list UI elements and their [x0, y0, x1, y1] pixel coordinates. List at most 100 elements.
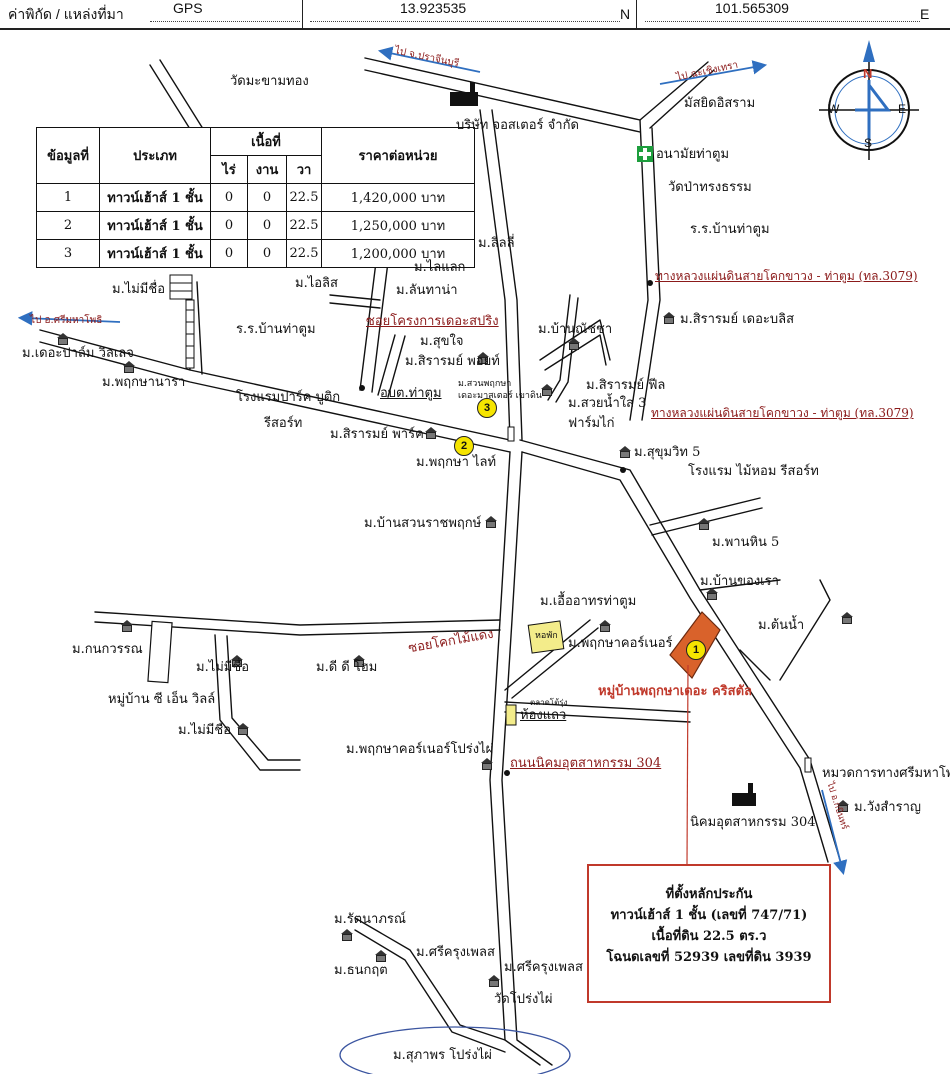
col-rai: ไร่: [210, 155, 248, 184]
latitude-value: 13.923535: [400, 0, 467, 16]
label-hotel-park: โรงแรมปาร์ค บูติก: [236, 390, 341, 405]
label-kanon: ม.กนกวรรณ: [72, 642, 143, 657]
label-company: บริษัท จอสเตอร์ จำกัด: [456, 118, 579, 133]
house-icon: [122, 361, 136, 373]
house-icon: [340, 929, 354, 941]
east-letter: E: [898, 102, 907, 116]
label-sri-krung-1: ม.ศรีครุงเพลส: [416, 945, 495, 960]
label-soi-spring: ซอยโครงการเดอะสปริง: [366, 314, 499, 329]
label-suay-nam-sai: ม.สวยน้ำใส 3: [568, 396, 647, 411]
latitude-suffix: N: [620, 6, 631, 22]
col-price: ราคาต่อหน่วย: [321, 127, 475, 184]
label-crystal: หมู่บ้านพฤกษาเดอะ คริสตัล: [598, 684, 752, 699]
label-the-master: เดอะมาสเตอร์ เขาดิน: [458, 391, 542, 401]
label-forestry: หมวดการทางศรีมหาโพธิ: [822, 766, 950, 781]
north-letter: N: [863, 66, 873, 81]
house-icon: [374, 950, 388, 962]
label-lili: ม.ลิลลี่: [478, 236, 515, 251]
label-hotel-maihom: โรงแรม ไม้หอม รีสอร์ท: [688, 464, 819, 479]
marker-1: 1: [686, 640, 706, 660]
house-icon: [705, 588, 719, 600]
label-to-left: ไป อ.ศรีมหาโพธิ: [30, 315, 103, 326]
label-highway-2: ทางหลวงแผ่นดินสายโคกขาวง - ท่าตูม (ทล.30…: [651, 406, 914, 420]
house-icon: [598, 620, 612, 632]
label-market: ตลาดโต้รุ่ง: [530, 698, 568, 707]
label-hong-thaew: ห้องแถว: [520, 708, 567, 723]
label-health: อนามัยท่าตูม: [656, 147, 730, 162]
marker-2: 2: [454, 436, 474, 456]
house-icon: [618, 446, 632, 458]
house-icon: [230, 655, 244, 667]
label-no-name-3: ม.ไม่มีชื่อ: [178, 723, 232, 738]
label-no-name-1: ม.ไม่มีชื่อ: [112, 282, 166, 297]
label-ban-natcha: ม.บ้านณัชชา: [538, 322, 613, 337]
collateral-deed: โฉนดเลขที่ 52939 เลขที่ดิน 3939: [606, 950, 812, 965]
label-corner-pongphai: ม.พฤกษาคอร์เนอร์โปร่งไผ่: [346, 742, 494, 757]
label-dd-home: ม.ดี ดี โฮม: [316, 660, 378, 675]
house-icon: [424, 427, 438, 439]
label-sirarom-point: ม.สิรารมย์ พอยท์: [405, 354, 500, 369]
label-sirarom-feel: ม.สิรารมย์ ฟีล: [586, 378, 666, 393]
col-ngan: งาน: [247, 155, 287, 184]
label-ban-suan: ม.บ้านสวนราชพฤกษ์: [364, 516, 482, 531]
house-icon: [697, 518, 711, 530]
label-ilaek: ม.ไลแลก: [414, 260, 466, 275]
coord-label: ค่าพิกัด / แหล่งที่มา: [8, 6, 124, 22]
south-letter: S: [864, 136, 873, 150]
label-farm-kai: ฟาร์มไก่: [568, 416, 615, 431]
coord-source: GPS: [173, 0, 203, 16]
house-icon: [662, 312, 676, 324]
label-thanakrit: ม.ธนกฤต: [334, 963, 388, 978]
longitude-suffix: E: [920, 6, 930, 22]
label-phruksa-light: ม.พฤกษา ไลท์: [416, 455, 497, 470]
label-ban-khong-rao: ม.บ้านของเรา: [700, 574, 779, 589]
label-rattana: ม.รัตนาภรณ์: [334, 912, 406, 927]
compass-rose: [819, 40, 919, 160]
collateral-title: ที่ตั้งหลักประกัน: [665, 887, 753, 902]
label-obt: อบต.ท่าตูม: [380, 386, 442, 401]
label-the-palm: ม.เดอะปาล์ม วิลเลจ: [22, 346, 134, 361]
house-icon: [236, 723, 250, 735]
house-icon: [352, 655, 366, 667]
house-icon: [540, 384, 554, 396]
label-wat-makham: วัดมะขามทอง: [230, 74, 309, 89]
house-icon: [487, 975, 501, 987]
marker-3: 3: [477, 398, 497, 418]
col-no: ข้อมูลที่: [36, 127, 100, 184]
label-cn-villa: หมู่บ้าน ซี เอ็น วิลล์: [108, 692, 216, 707]
label-sirarom-park: ม.สิรารมย์ พาร์ค: [330, 427, 424, 442]
label-suan-phruksa: ม.สวนพฤกษา: [458, 379, 512, 389]
collateral-area: เนื้อที่ดิน 22.5 ตร.ว: [651, 929, 767, 944]
label-ailis: ม.ไอลิส: [295, 276, 338, 291]
label-sirarom-bliss: ม.สิรารมย์ เดอะบลิส: [680, 312, 795, 327]
label-suk-jai: ม.สุขใจ: [420, 334, 464, 349]
house-icon: [120, 620, 134, 632]
label-lanthana: ม.ลันทาน่า: [396, 283, 458, 298]
label-phruksa-nara: ม.พฤกษานารา: [102, 375, 186, 390]
label-no-name-2: ม.ไม่มีชื่อ: [196, 660, 250, 675]
coordinate-header: ค่าพิกัด / แหล่งที่มา GPS 13.923535 N 10…: [0, 0, 950, 30]
label-suphaphon: ม.สุภาพร โปร่งไผ่: [393, 1048, 492, 1063]
col-type: ประเภท: [99, 127, 211, 184]
house-icon: [476, 352, 490, 364]
house-icon: [484, 516, 498, 528]
label-wat-pa: วัดป่าทรงธรรม: [668, 180, 752, 195]
house-icon: [840, 612, 854, 624]
label-sri-krung-2: ม.ศรีครุงเพลส: [504, 960, 583, 975]
house-icon: [56, 333, 70, 345]
col-wa: วา: [286, 155, 322, 184]
longitude-value: 101.565309: [715, 0, 789, 16]
label-resort: รีสอร์ท: [264, 416, 303, 431]
collateral-type: ทาวน์เฮ้าส์ 1 ชั้น (เลขที่ 747/71): [610, 908, 808, 923]
col-area: เนื้อที่: [210, 127, 322, 156]
label-highway-1: ทางหลวงแผ่นดินสายโคกขาวง - ท่าตูม (ทล.30…: [655, 269, 918, 283]
label-sukhumvit5: ม.สุขุมวิท 5: [634, 445, 701, 460]
label-industrial-estate: นิคมอุตสาหกรรม 304: [690, 815, 816, 830]
label-ua-athorn: ม.เอื้ออาทรท่าตูม: [540, 594, 637, 609]
label-dorm: หอพัก: [535, 631, 558, 641]
collateral-info-box: ที่ตั้งหลักประกัน ทาวน์เฮ้าส์ 1 ชั้น (เล…: [587, 864, 831, 1003]
label-ton-nam: ม.ต้นน้ำ: [758, 618, 805, 633]
